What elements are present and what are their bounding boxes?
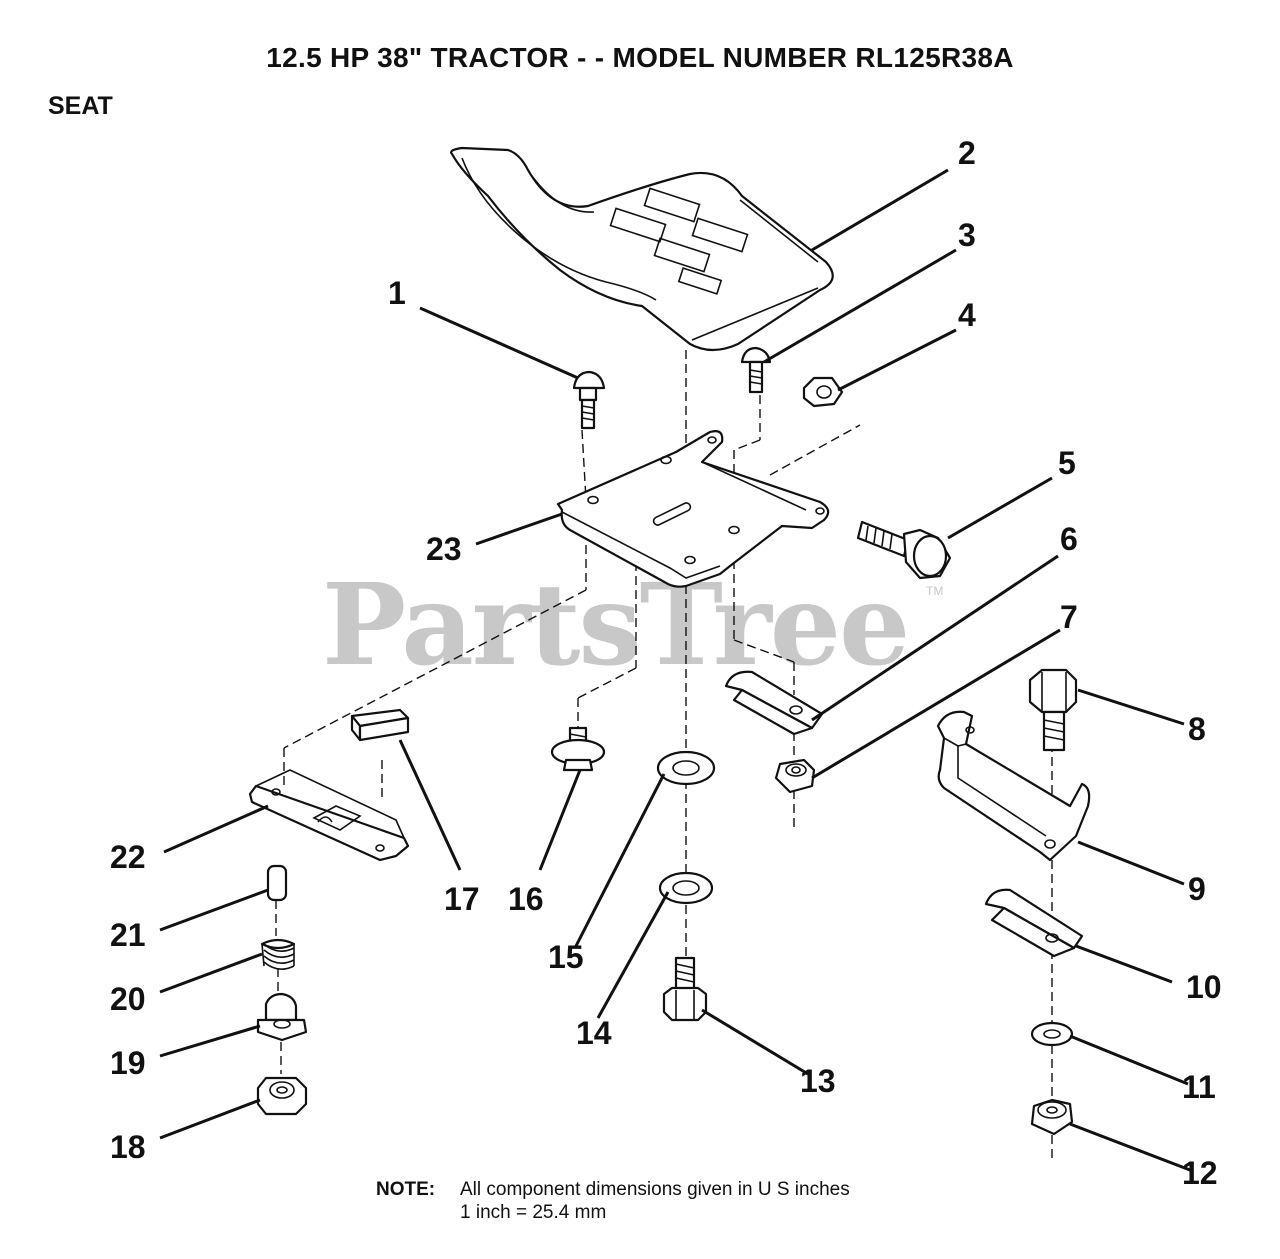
page-title: 12.5 HP 38" TRACTOR - - MODEL NUMBER RL1…: [266, 42, 1014, 73]
watermark-text: PartsTree: [322, 560, 910, 691]
note-line-2: 1 inch = 25.4 mm: [460, 1202, 607, 1223]
callout-8: 8: [1188, 711, 1206, 747]
callout-6: 6: [1060, 521, 1078, 557]
tractor-seat-icon: [450, 146, 834, 352]
callout-2: 2: [958, 135, 976, 171]
callout-1: 1: [388, 275, 406, 311]
bracket-icon: [936, 710, 1091, 862]
lock-washer-icon: [658, 871, 714, 905]
clip-icon: [724, 670, 824, 736]
callout-12: 12: [1182, 1155, 1218, 1191]
callout-3: 3: [958, 217, 976, 253]
spring-icon: [260, 938, 296, 970]
screw-icon: [740, 346, 772, 394]
callout-10: 10: [1186, 969, 1222, 1005]
hex-head-bolt-icon: [1028, 668, 1078, 752]
callout-5: 5: [1058, 445, 1076, 481]
callout-14: 14: [576, 1015, 612, 1051]
callout-13: 13: [800, 1063, 836, 1099]
hex-lock-nut-icon: [1030, 1098, 1074, 1136]
flat-washer-icon: [656, 750, 716, 786]
cap-screw-icon: [662, 956, 708, 1022]
callout-9: 9: [1188, 871, 1206, 907]
callout-11: 11: [1182, 1069, 1216, 1105]
rubber-block-icon: [350, 708, 410, 742]
nut-icon: [802, 376, 844, 408]
flange-nut-icon: [256, 1076, 308, 1116]
callout-20: 20: [110, 981, 146, 1017]
callout-23: 23: [426, 531, 462, 567]
small-washer-icon: [1030, 1021, 1074, 1047]
slide-rail-icon: [248, 769, 410, 862]
spacer-clip-icon: [984, 888, 1084, 958]
callout-19: 19: [110, 1045, 146, 1081]
callout-numbers: 1 2 3 4 5 6 7 8 9 10 11 12 13 14 15 16 1…: [110, 135, 1222, 1191]
callout-17: 17: [444, 881, 480, 917]
section-label: SEAT: [48, 92, 113, 120]
lock-nut-icon: [774, 758, 816, 794]
callout-21: 21: [110, 917, 146, 953]
dimension-note: NOTE: All component dimensions given in U…: [376, 1178, 850, 1224]
pin-icon: [266, 864, 288, 902]
leader-lines: [159, 168, 1191, 1172]
watermark-trademark: TM: [926, 584, 944, 598]
assembly-lines: [275, 350, 1053, 1158]
note-label: NOTE:: [376, 1179, 436, 1200]
note-line-1: All component dimensions given in U S in…: [460, 1179, 850, 1200]
callout-16: 16: [508, 881, 544, 917]
callout-4: 4: [958, 297, 976, 333]
callout-22: 22: [110, 839, 146, 875]
hex-bolt-icon: [856, 520, 952, 580]
callout-15: 15: [548, 939, 584, 975]
shoulder-bolt-icon: [550, 726, 606, 772]
carriage-bolt-icon: [572, 370, 606, 430]
callout-7: 7: [1060, 599, 1078, 635]
bushing-icon: [256, 992, 308, 1042]
callout-18: 18: [110, 1129, 146, 1165]
seat-plate-icon: [556, 430, 830, 588]
